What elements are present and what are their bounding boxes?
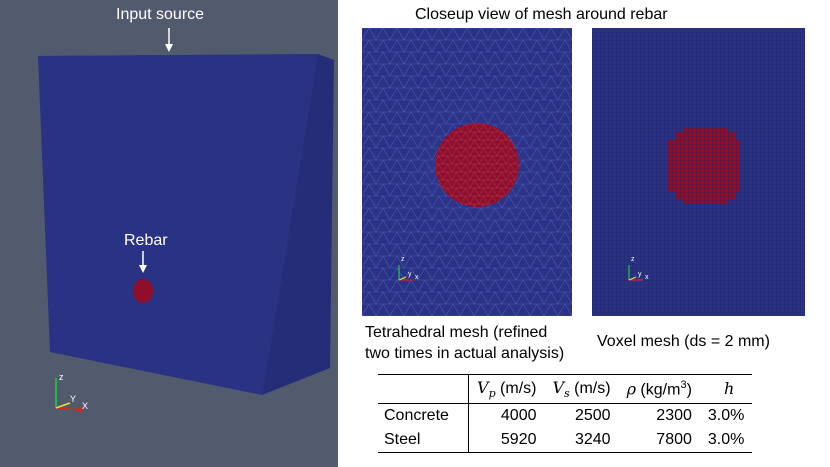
table-row: Steel 5920 3240 7800 3.0% bbox=[378, 428, 753, 453]
tetra-caption-line1: Tetrahedral mesh (refined bbox=[365, 324, 548, 341]
concrete-block-render bbox=[38, 28, 334, 413]
cell-vs: 3240 bbox=[574, 431, 611, 449]
voxel-axis-y bbox=[628, 276, 637, 281]
axis-z-label: z bbox=[59, 372, 64, 382]
tetra-axis-z-label: z bbox=[401, 256, 405, 263]
block-side-face bbox=[262, 54, 334, 395]
voxel-axis-y-label: y bbox=[638, 271, 642, 278]
tetra-caption: Tetrahedral mesh (refined two times in a… bbox=[365, 322, 564, 364]
tetrahedral-mesh-render bbox=[362, 28, 572, 316]
cell-vp: 4000 bbox=[500, 407, 537, 425]
cell-material: Steel bbox=[378, 428, 469, 453]
block-view-panel: Input source Rebar z Y X bbox=[0, 0, 338, 467]
material-property-table: Vp (m/s) Vs (m/s) ρ (kg/m3) h Concrete 4… bbox=[378, 374, 753, 453]
tetrahedral-mesh-view: z y x bbox=[362, 28, 572, 316]
cell-rho: 2300 bbox=[656, 407, 692, 425]
voxel-axis-x-label: x bbox=[645, 274, 649, 281]
rebar-arrow-head bbox=[139, 265, 147, 273]
rebar-section bbox=[133, 279, 153, 303]
table-row: Concrete 4000 2500 2300 3.0% bbox=[378, 403, 752, 429]
cell-h: 3.0% bbox=[707, 407, 745, 425]
voxel-mesh-render bbox=[592, 28, 805, 316]
tetra-axis-y-label: y bbox=[408, 271, 412, 278]
block-front-face bbox=[38, 54, 318, 395]
header-vp: Vp (m/s) bbox=[477, 378, 537, 401]
cell-material: Concrete bbox=[378, 403, 469, 429]
axis-y-line bbox=[55, 402, 71, 409]
rebar-label: Rebar bbox=[124, 232, 168, 249]
material-table-wrap: Vp (m/s) Vs (m/s) ρ (kg/m3) h Concrete 4… bbox=[378, 374, 753, 453]
cell-vp: 5920 bbox=[500, 431, 537, 449]
cell-vs: 2500 bbox=[574, 407, 611, 425]
axis-x-dot bbox=[77, 407, 83, 413]
table-header-row: Vp (m/s) Vs (m/s) ρ (kg/m3) h bbox=[378, 374, 753, 404]
voxel-mesh-view: z y x bbox=[592, 28, 805, 316]
header-material bbox=[378, 374, 469, 404]
voxel-caption: Voxel mesh (ds = 2 mm) bbox=[597, 333, 770, 350]
header-h: h bbox=[723, 379, 735, 399]
cell-h: 3.0% bbox=[707, 431, 745, 449]
header-vs: Vs (m/s) bbox=[552, 378, 611, 401]
tetra-axis-x-label: x bbox=[415, 274, 419, 281]
input-source-label: Input source bbox=[116, 6, 205, 23]
axis-y-label: Y bbox=[70, 394, 77, 404]
header-rho: ρ (kg/m3) bbox=[626, 378, 692, 399]
tetra-caption-line2: two times in actual analysis) bbox=[365, 345, 565, 362]
voxel-axis-z-label: z bbox=[631, 256, 635, 263]
input-arrow-head bbox=[165, 44, 173, 52]
closeup-title: Closeup view of mesh around rebar bbox=[415, 6, 668, 23]
axis-x-line bbox=[55, 407, 81, 411]
axis-x-label: X bbox=[82, 401, 89, 411]
cell-rho: 7800 bbox=[656, 431, 692, 449]
tetra-axis-y bbox=[398, 276, 407, 281]
